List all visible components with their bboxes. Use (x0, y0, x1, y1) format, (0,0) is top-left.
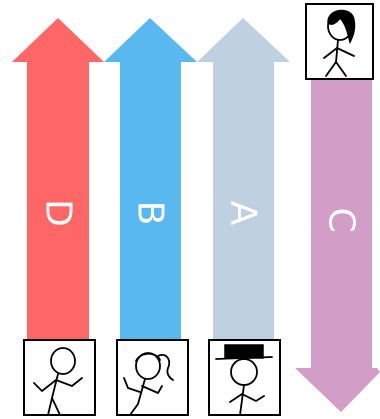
portrait-messy-hair (306, 4, 373, 79)
portrait-ponytail (117, 340, 188, 415)
arrow-d: D (12, 18, 104, 345)
arrow-b: B (104, 18, 197, 345)
arrow-a-letter: A (223, 201, 264, 226)
arrow-c-shape (295, 78, 380, 412)
arrow-b-shape (104, 18, 197, 345)
portrait-top-hat (209, 340, 280, 415)
arrow-c: C (295, 78, 380, 412)
portrait-frame (24, 340, 95, 415)
portrait-shrugging (24, 340, 95, 415)
arrow-b-letter: B (130, 201, 171, 226)
arrow-a-shape (197, 18, 290, 345)
arrow-d-letter: D (38, 199, 79, 227)
arrow-d-shape (12, 18, 104, 345)
arrow-c-letter: C (321, 207, 362, 232)
arrow-a: A (197, 18, 290, 345)
